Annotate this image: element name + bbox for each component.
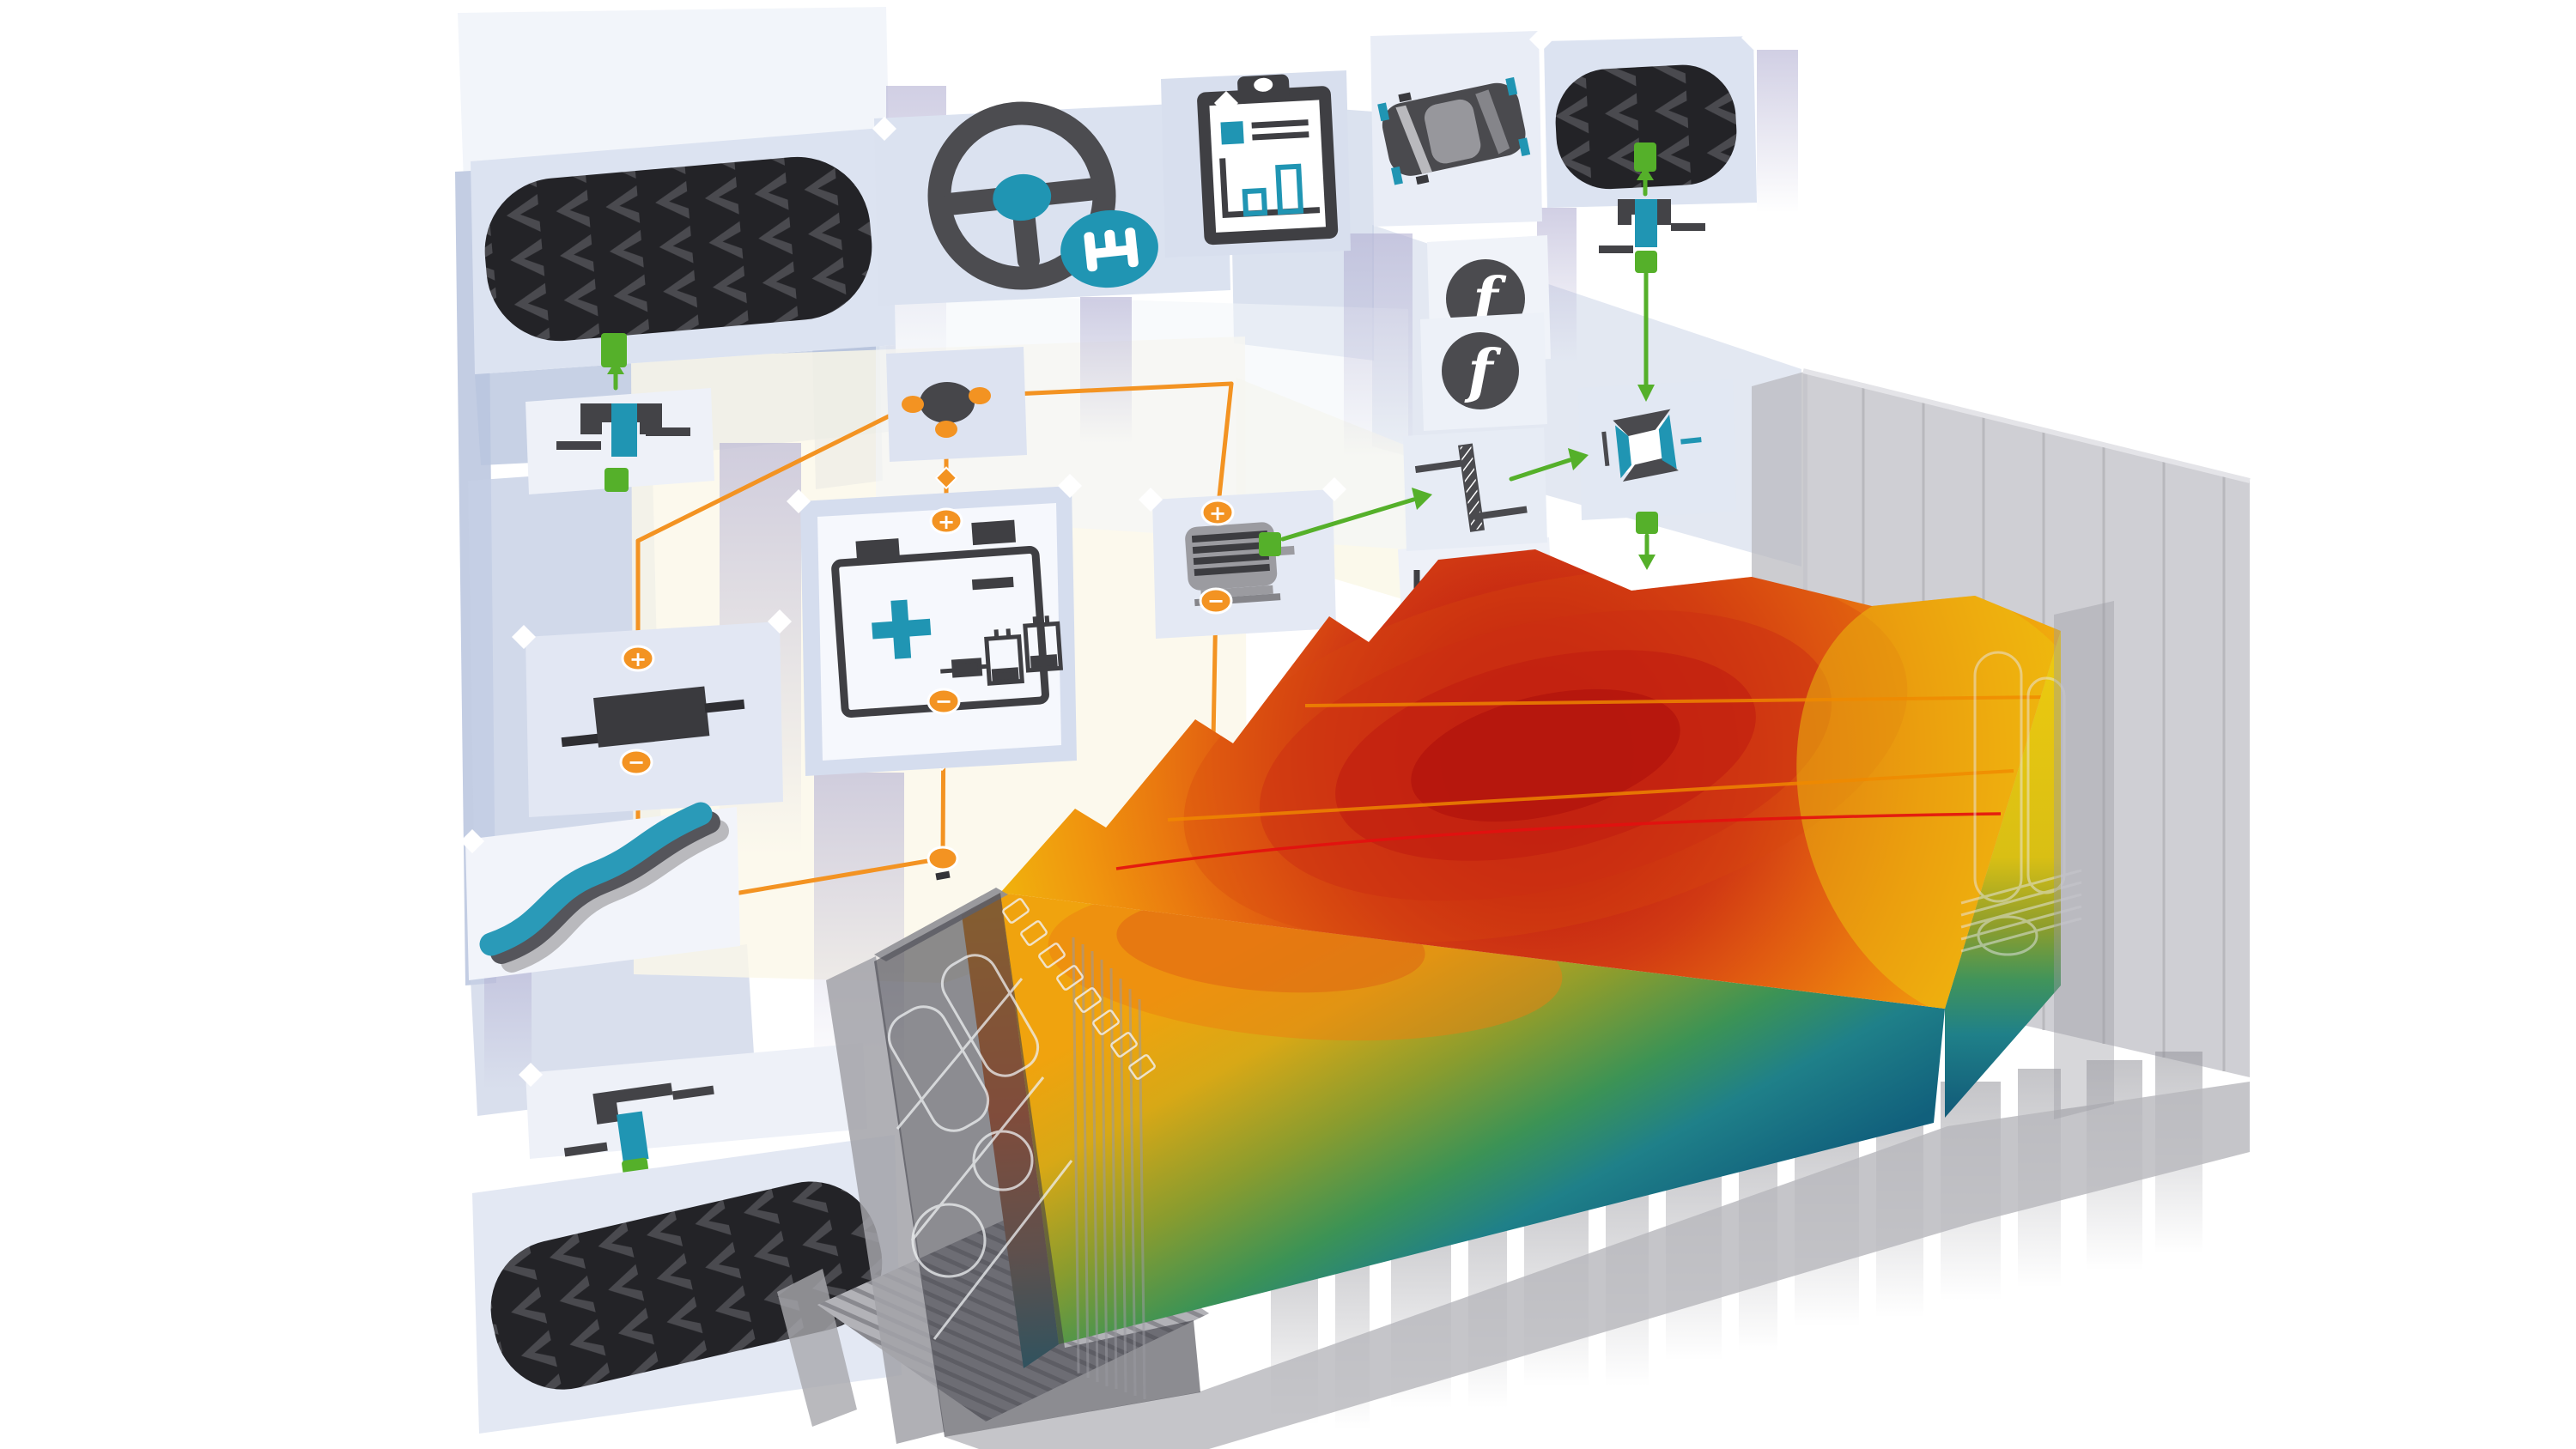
resistor-panel bbox=[526, 621, 783, 817]
tire-tread-icon bbox=[484, 156, 872, 342]
green-signal-lines bbox=[1259, 270, 1658, 570]
minus-node: − bbox=[927, 688, 961, 715]
pack-right-structure bbox=[1960, 601, 2114, 1119]
minus-node: − bbox=[619, 749, 653, 776]
pack-wireframe-section bbox=[826, 888, 1200, 1444]
electrical-node-panel bbox=[886, 347, 1027, 462]
tire-front-right-panel bbox=[1544, 36, 1757, 208]
junction-node bbox=[927, 846, 959, 881]
orange-connector-nodes: + − + − + − bbox=[619, 387, 1235, 881]
svg-text:+: + bbox=[629, 647, 647, 671]
steering-wheel-icon bbox=[927, 101, 1116, 290]
pack-thermal-module bbox=[962, 549, 2061, 1368]
inverter-panel bbox=[1578, 379, 1736, 520]
function-panel-2: f bbox=[1420, 312, 1547, 431]
tire-tread-icon bbox=[490, 1181, 883, 1390]
svg-text:−: − bbox=[1207, 589, 1224, 613]
tire-tread-icon bbox=[1555, 64, 1737, 190]
tire-front-left-panel bbox=[471, 127, 896, 374]
battery-pack bbox=[777, 368, 2251, 1449]
car-top-view-icon bbox=[1377, 76, 1531, 185]
equivalent-circuit-icon bbox=[940, 615, 1064, 686]
suspension-front-right bbox=[1599, 142, 1705, 273]
inverter-icon bbox=[1601, 409, 1702, 482]
tire-rear-panel bbox=[472, 1135, 902, 1434]
motor-panel bbox=[1152, 489, 1336, 639]
plus-node: + bbox=[621, 645, 655, 672]
svg-text:−: − bbox=[628, 750, 645, 774]
module-end-face bbox=[1945, 631, 2061, 1118]
road-profile-panel bbox=[465, 802, 740, 980]
clipboard-chart-icon bbox=[1197, 74, 1339, 246]
battery-minus-icon bbox=[971, 576, 1014, 591]
suspension-front-left bbox=[526, 333, 714, 494]
report-panel bbox=[1161, 70, 1351, 258]
battery-equivalent-circuit-icon bbox=[831, 519, 1064, 718]
battery-plus-icon bbox=[872, 599, 932, 659]
node-ellipse-icon bbox=[920, 382, 975, 423]
svg-text:−: − bbox=[935, 689, 952, 713]
plus-node: + bbox=[929, 507, 963, 535]
corner-sparkles bbox=[460, 26, 1765, 1087]
bolt-panel bbox=[1403, 427, 1547, 551]
plus-node: + bbox=[1200, 499, 1235, 526]
svg-text:+: + bbox=[1209, 501, 1226, 525]
function-icon bbox=[1442, 332, 1519, 409]
steering-panel bbox=[874, 101, 1230, 306]
gear-shift-badge bbox=[1060, 209, 1158, 288]
battery-panel bbox=[800, 486, 1077, 776]
resistor-icon bbox=[561, 686, 745, 748]
minus-node: − bbox=[1199, 587, 1233, 615]
vehicle-panel bbox=[1370, 31, 1542, 227]
bolt-icon bbox=[1414, 443, 1528, 532]
road-profile-curve-icon bbox=[479, 802, 713, 956]
pack-tray bbox=[945, 1082, 2250, 1449]
svg-text:+: + bbox=[938, 510, 955, 534]
cell-tab-outlines bbox=[1002, 898, 1156, 1080]
